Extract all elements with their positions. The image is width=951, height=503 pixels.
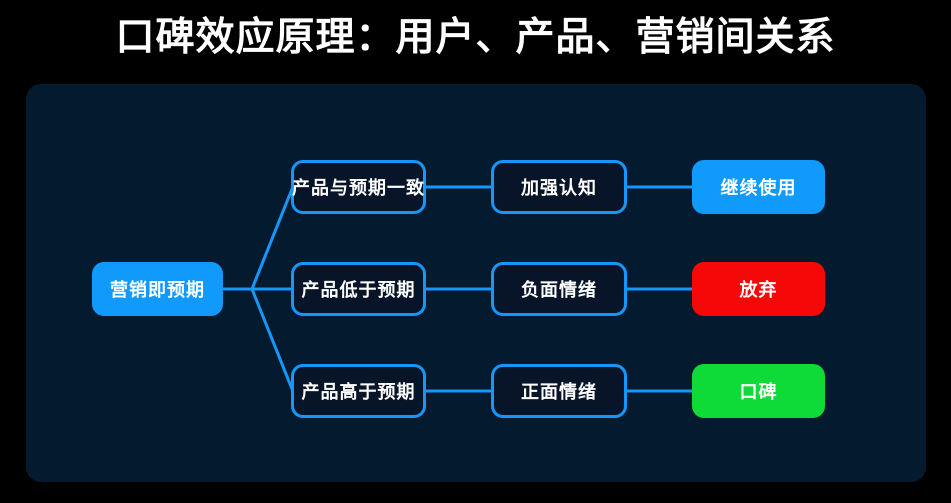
page-title: 口碑效应原理：用户、产品、营销间关系 <box>115 16 836 59</box>
node-label: 产品低于预期 <box>301 280 416 300</box>
node-label: 口碑 <box>739 382 778 402</box>
node-marketing-expectation: 营销即预期 <box>92 262 223 316</box>
node-label: 营销即预期 <box>110 280 205 300</box>
node-abandon: 放弃 <box>692 262 825 316</box>
node-label: 负面情绪 <box>521 280 597 300</box>
node-negative-emotion: 负面情绪 <box>491 262 627 316</box>
node-reinforce-cognition: 加强认知 <box>491 160 627 214</box>
node-product-above-expectation: 产品高于预期 <box>291 364 426 418</box>
node-continue-using: 继续使用 <box>692 160 825 214</box>
node-label: 加强认知 <box>521 178 597 198</box>
node-positive-emotion: 正面情绪 <box>491 364 627 418</box>
node-label: 正面情绪 <box>521 382 597 402</box>
node-product-matches-expectation: 产品与预期一致 <box>291 160 426 214</box>
node-product-below-expectation: 产品低于预期 <box>291 262 426 316</box>
node-word-of-mouth: 口碑 <box>692 364 825 418</box>
node-label: 放弃 <box>739 280 778 300</box>
node-label: 产品高于预期 <box>301 382 416 402</box>
node-label: 继续使用 <box>720 178 797 198</box>
node-label: 产品与预期一致 <box>292 178 425 198</box>
